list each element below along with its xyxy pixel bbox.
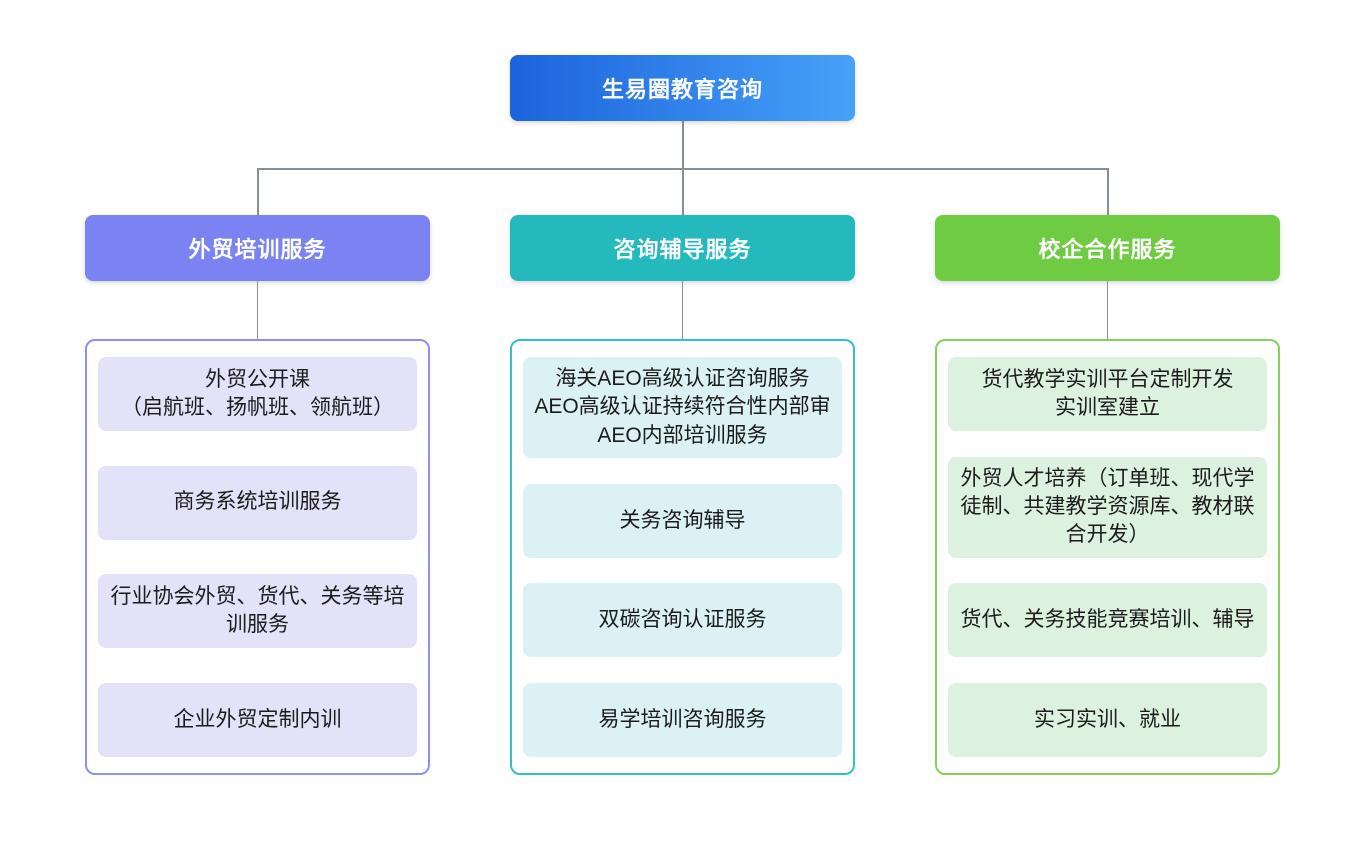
branch-header-label: 校企合作服务 <box>1038 237 1177 262</box>
service-item: 行业协会外贸、货代、关务等培训服务 <box>98 574 417 649</box>
branch-header-label: 外贸培训服务 <box>188 237 327 262</box>
connector-header-to-body-1 <box>256 281 259 339</box>
branch-body-3: 货代教学实训平台定制开发 实训室建立 外贸人才培养（订单班、现代学徒制、共建教学… <box>935 339 1280 775</box>
connector-header-to-body-3 <box>1106 281 1109 339</box>
service-item: 货代教学实训平台定制开发 实训室建立 <box>948 357 1267 431</box>
service-item: 外贸公开课 （启航班、扬帆班、领航班） <box>98 357 417 431</box>
service-item: 关务咨询辅导 <box>523 483 842 558</box>
connector-drop-branch-2 <box>682 168 684 215</box>
connector-drop-branch-1 <box>257 168 259 215</box>
service-item: 双碳咨询认证服务 <box>523 583 842 658</box>
branch-header-foreign-trade-training: 外贸培训服务 <box>85 215 430 281</box>
connector-header-to-body-2 <box>681 281 684 339</box>
branch-header-consulting-coaching: 咨询辅导服务 <box>510 215 855 281</box>
branch-column-1: 外贸培训服务 外贸公开课 （启航班、扬帆班、领航班） 商务系统培训服务 行业协会… <box>85 215 430 775</box>
service-item: 商务系统培训服务 <box>98 465 417 540</box>
root-node-label: 生易圈教育咨询 <box>601 77 763 102</box>
branch-column-2: 咨询辅导服务 海关AEO高级认证咨询服务 AEO高级认证持续符合性内部审 AEO… <box>510 215 855 775</box>
root-node: 生易圈教育咨询 <box>510 55 855 121</box>
branch-column-3: 校企合作服务 货代教学实训平台定制开发 实训室建立 外贸人才培养（订单班、现代学… <box>935 215 1280 775</box>
service-item: 企业外贸定制内训 <box>98 682 417 757</box>
connector-drop-branch-3 <box>1107 168 1109 215</box>
service-item: 实习实训、就业 <box>948 683 1267 757</box>
branch-body-2: 海关AEO高级认证咨询服务 AEO高级认证持续符合性内部审 AEO内部培训服务 … <box>510 339 855 775</box>
service-item: 货代、关务技能竞赛培训、辅导 <box>948 583 1267 658</box>
service-item: 外贸人才培养（订单班、现代学徒制、共建教学资源库、教材联合开发） <box>948 456 1267 558</box>
branch-header-school-enterprise-cooperation: 校企合作服务 <box>935 215 1280 281</box>
branch-header-label: 咨询辅导服务 <box>613 237 752 262</box>
service-item: 海关AEO高级认证咨询服务 AEO高级认证持续符合性内部审 AEO内部培训服务 <box>523 357 842 459</box>
connector-root-vertical <box>682 121 684 168</box>
service-item: 易学培训咨询服务 <box>523 683 842 757</box>
branch-body-1: 外贸公开课 （启航班、扬帆班、领航班） 商务系统培训服务 行业协会外贸、货代、关… <box>85 339 430 775</box>
